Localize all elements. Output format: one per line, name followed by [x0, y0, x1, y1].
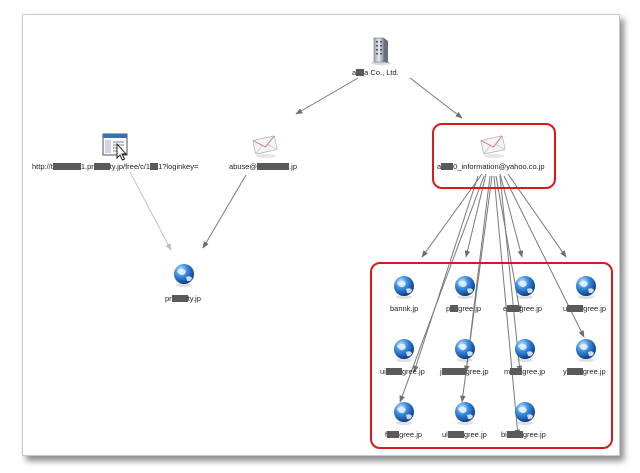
redaction-bar — [507, 305, 520, 312]
webpage-cursor-icon — [102, 133, 128, 161]
edge-abuse-prty — [202, 174, 247, 249]
redaction-bar — [441, 163, 454, 170]
redaction-bar — [450, 305, 459, 312]
edges-info-domains — [399, 173, 585, 437]
globe-icon-prty — [174, 264, 194, 287]
edge-company-info — [409, 77, 463, 119]
diagram-frame — [22, 14, 620, 456]
redaction-bar — [566, 368, 583, 375]
redaction-bar — [510, 368, 523, 375]
redaction-bar — [567, 305, 584, 312]
highlight-info-email — [432, 123, 556, 189]
redaction-bar — [356, 69, 365, 76]
redaction-bar — [387, 431, 400, 438]
redaction-bar — [506, 431, 523, 438]
building-icon — [371, 37, 391, 66]
redaction-bar — [257, 163, 290, 170]
redaction-bar — [52, 163, 81, 170]
redaction-bar — [93, 163, 110, 170]
envelope-icon-abuse — [252, 135, 278, 159]
redaction-bar — [447, 431, 464, 438]
redaction-bar — [171, 295, 188, 302]
node-label-domain-1[interactable]: bannk.jp — [390, 304, 419, 313]
node-label-abuse[interactable]: abuse@.jp — [229, 162, 297, 171]
node-label-domain-6[interactable]: jgree.jp — [440, 367, 489, 376]
edge-webpage-prty — [129, 171, 172, 251]
highlight-domain-group — [370, 262, 613, 449]
edge-company-abuse — [295, 77, 359, 115]
redaction-bar — [150, 163, 159, 170]
redaction-bar — [441, 368, 466, 375]
redaction-bar — [385, 368, 402, 375]
